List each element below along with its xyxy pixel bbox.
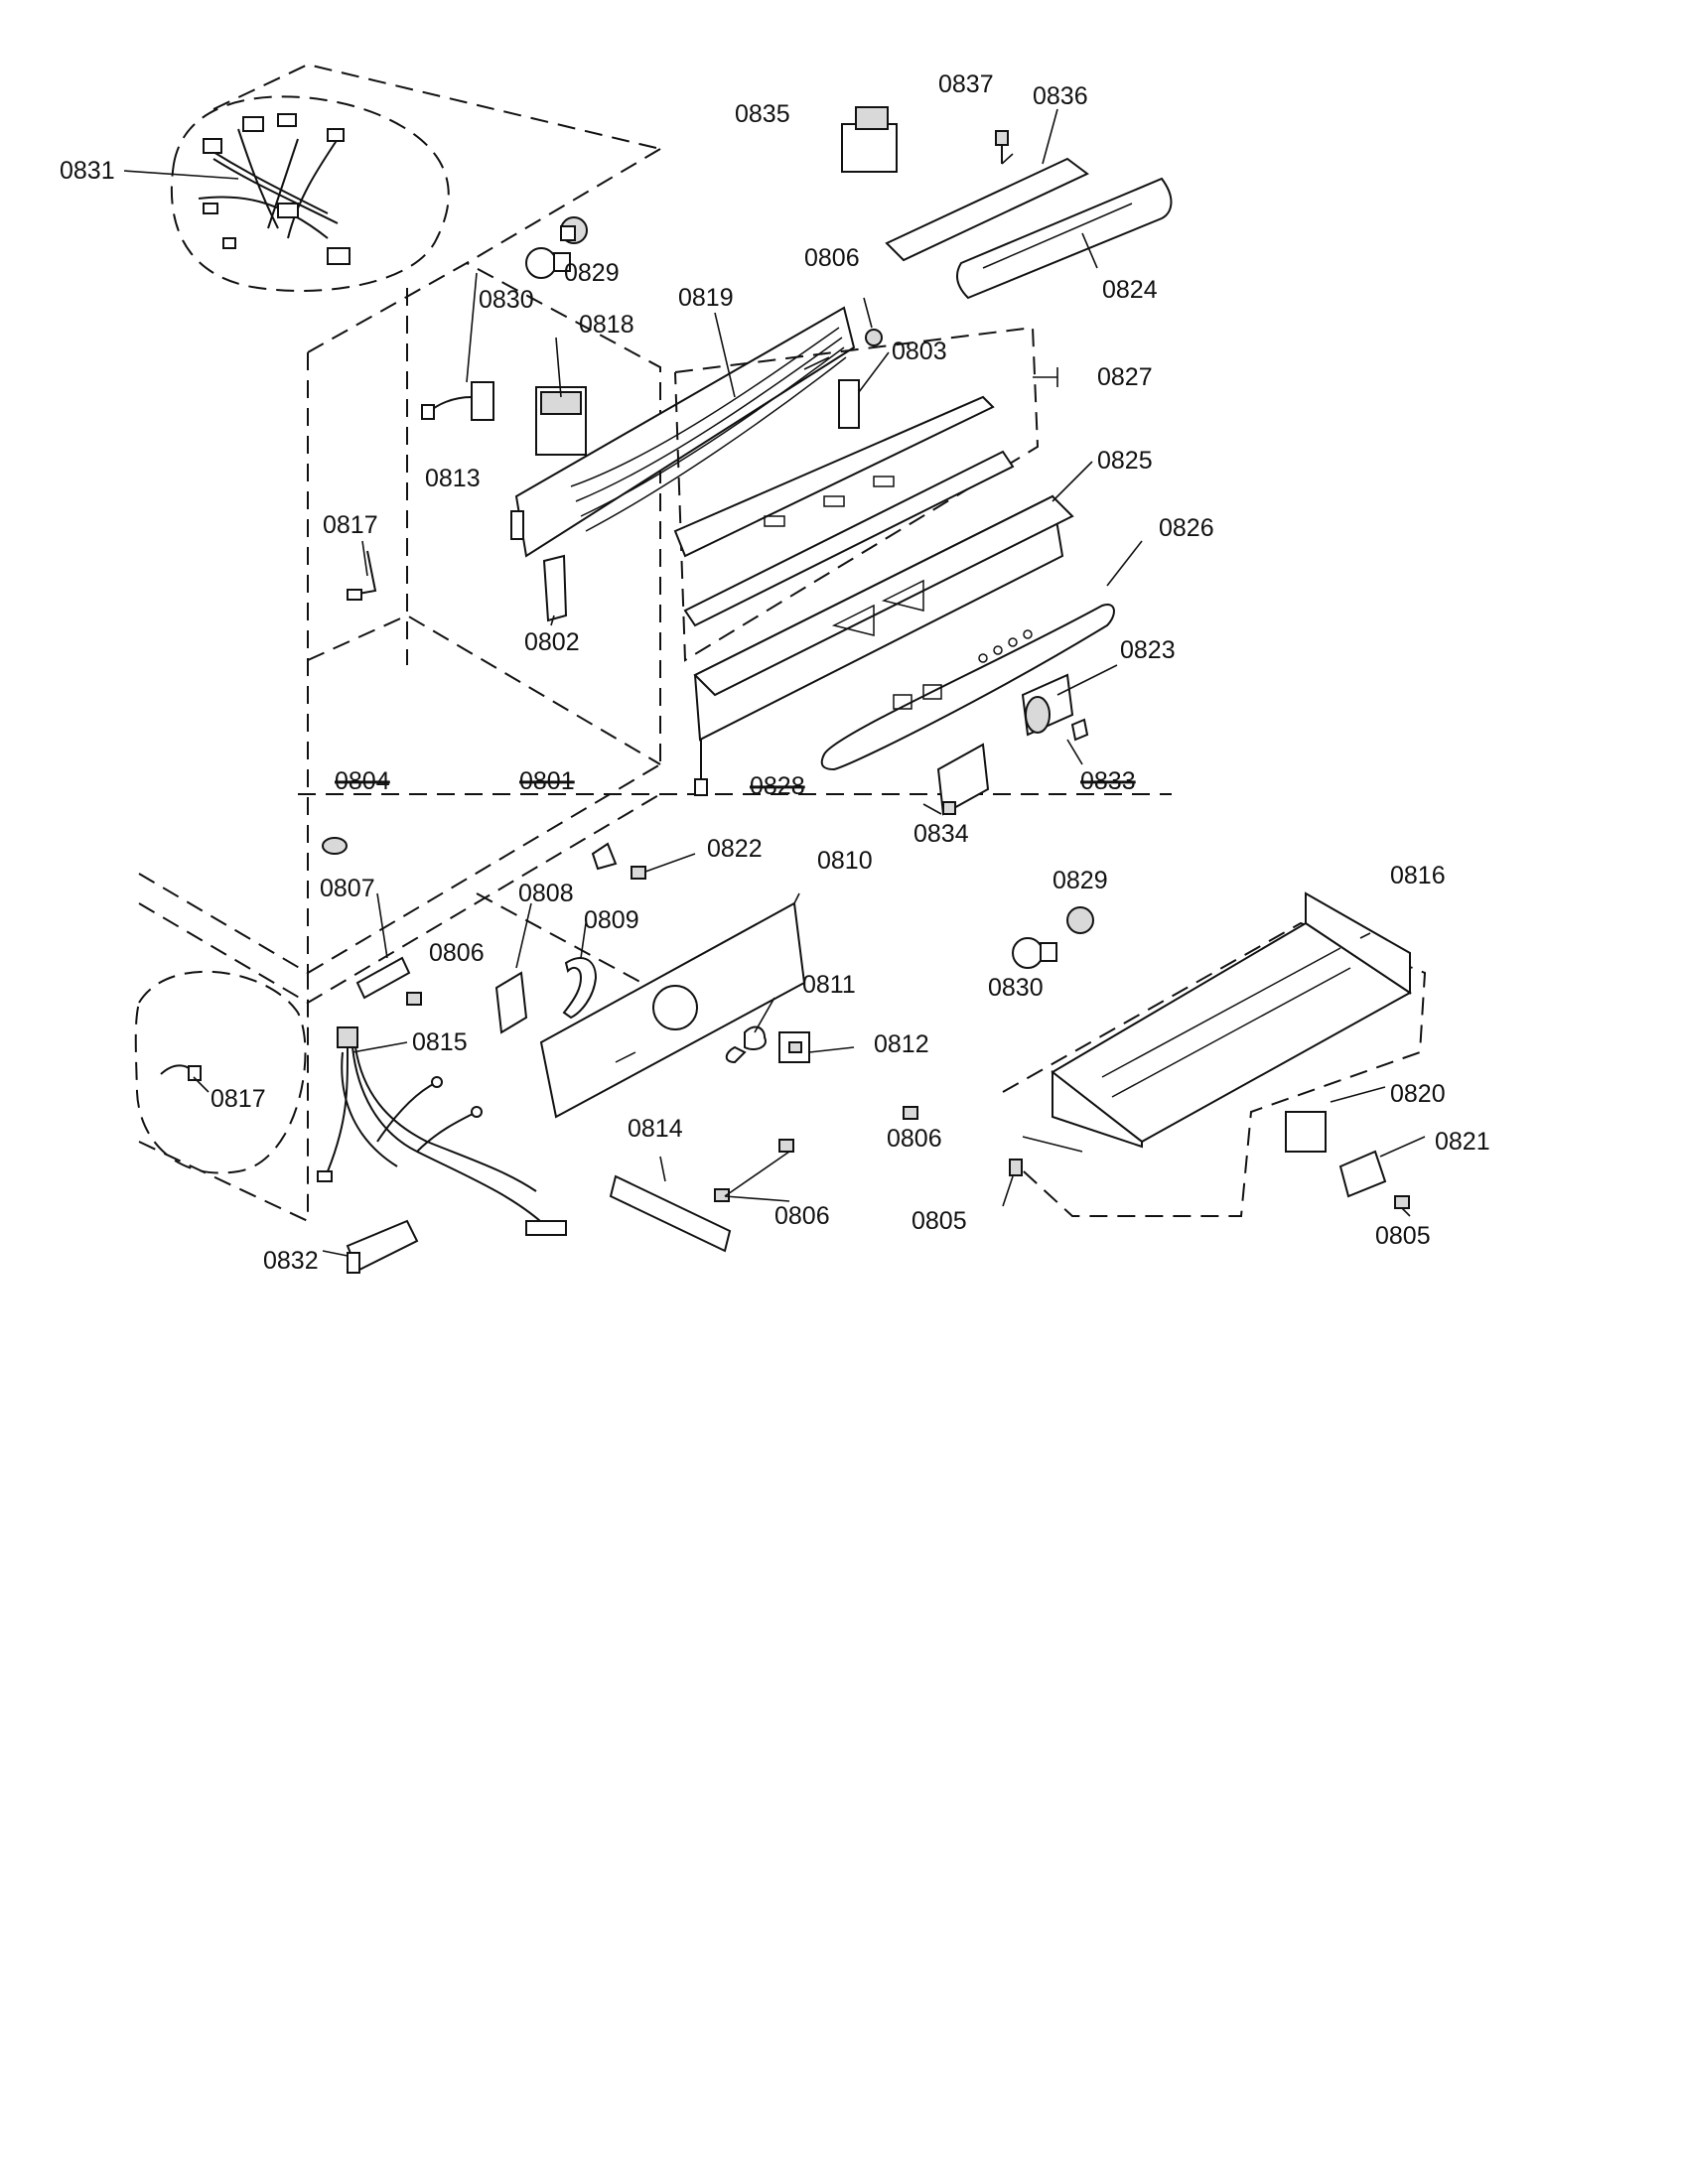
label-0816: 0816 xyxy=(1390,862,1446,889)
module-0818 xyxy=(535,386,587,456)
label-0830-lower: 0830 xyxy=(988,974,1044,1002)
cabinet-outline xyxy=(138,63,1172,1222)
leader-lines xyxy=(123,108,1426,1257)
label-0837: 0837 xyxy=(938,70,994,98)
bracket-0814 xyxy=(609,1174,732,1253)
part-0807 xyxy=(355,956,411,1000)
clip-0802 xyxy=(542,554,568,622)
label-0814: 0814 xyxy=(628,1115,683,1143)
wire-harness-0831 xyxy=(198,113,351,265)
label-0806-right: 0806 xyxy=(887,1125,942,1153)
grommet-0804 xyxy=(322,837,348,855)
part-0808 xyxy=(494,971,528,1034)
label-0813: 0813 xyxy=(425,465,481,492)
label-0824: 0824 xyxy=(1102,276,1158,304)
sensor-0817-lower xyxy=(160,1064,202,1081)
label-0830-top: 0830 xyxy=(479,286,534,314)
label-0809: 0809 xyxy=(584,906,639,934)
label-0805-left: 0805 xyxy=(912,1207,967,1235)
label-0817-lower: 0817 xyxy=(210,1085,266,1113)
label-0826: 0826 xyxy=(1159,514,1214,542)
socket-0829-lower xyxy=(1066,906,1094,934)
light-cover-0819 xyxy=(510,306,856,558)
label-0801: 0801 xyxy=(519,767,575,795)
screw-0822 xyxy=(631,866,646,880)
bulb-0830-top xyxy=(525,247,571,279)
tray-0816 xyxy=(1002,891,1427,1217)
screw-0837 xyxy=(995,130,1009,164)
fan-shroud-0810 xyxy=(539,901,806,1119)
label-0804: 0804 xyxy=(335,767,390,795)
fan-motor-0812 xyxy=(778,1031,810,1063)
label-0822: 0822 xyxy=(707,835,763,863)
control-panel-0826 xyxy=(820,604,1115,771)
label-0832: 0832 xyxy=(263,1247,319,1275)
control-assembly-0827 xyxy=(673,326,1040,662)
bracket-0821 xyxy=(1338,1150,1387,1198)
label-0815: 0815 xyxy=(412,1028,468,1056)
part-0820 xyxy=(1285,1111,1327,1153)
screw-0806-lower-b xyxy=(714,1188,730,1202)
label-0836: 0836 xyxy=(1033,82,1088,110)
label-0812: 0812 xyxy=(874,1030,929,1058)
label-0807: 0807 xyxy=(320,875,375,902)
label-0818: 0818 xyxy=(579,311,634,339)
bulb-0830-lower xyxy=(1012,937,1057,969)
label-0829-top: 0829 xyxy=(564,259,620,287)
label-0817-upper: 0817 xyxy=(323,511,378,539)
label-0823: 0823 xyxy=(1120,636,1176,664)
label-0811: 0811 xyxy=(802,971,856,999)
screw-0806-left xyxy=(406,992,422,1006)
label-0825: 0825 xyxy=(1097,447,1153,475)
label-0808: 0808 xyxy=(518,880,574,907)
screw-0805-left xyxy=(1009,1159,1023,1176)
label-0821: 0821 xyxy=(1435,1128,1490,1156)
part-0809 xyxy=(562,957,598,1020)
fan-blade-0811 xyxy=(725,1025,767,1064)
knob-0823 xyxy=(1021,673,1074,737)
screw-0806-lower-a xyxy=(778,1139,794,1153)
label-0806-left: 0806 xyxy=(429,939,485,967)
label-0829-lower: 0829 xyxy=(1052,867,1108,894)
screw-0806-top xyxy=(865,329,883,346)
part-labels: 0831 0830 0829 0819 0818 0813 0817 0802 … xyxy=(60,70,1490,1275)
label-0835: 0835 xyxy=(735,100,790,128)
label-0831: 0831 xyxy=(60,157,115,185)
wire-harness-detail-circle xyxy=(170,95,450,292)
screw-0806-right xyxy=(903,1106,918,1120)
bracket-0836 xyxy=(885,157,1089,262)
label-0828: 0828 xyxy=(750,772,805,800)
bracket-0803 xyxy=(838,379,860,429)
sensor-detail-circle xyxy=(134,970,307,1174)
part-0835 xyxy=(841,106,898,173)
label-0805-right: 0805 xyxy=(1375,1222,1431,1250)
trim-0824 xyxy=(956,177,1173,300)
label-0803: 0803 xyxy=(892,338,947,365)
label-0833: 0833 xyxy=(1080,767,1136,795)
screw-0805-right xyxy=(1394,1195,1410,1209)
label-0806-lower: 0806 xyxy=(774,1202,830,1230)
switch-0813 xyxy=(421,381,494,421)
label-0834: 0834 xyxy=(913,820,969,848)
label-0806-top: 0806 xyxy=(804,244,860,272)
screw-0828 xyxy=(694,740,708,796)
bracket-0834 xyxy=(936,743,990,816)
clip-0833 xyxy=(1070,718,1089,742)
wire-harness-0815 xyxy=(317,1026,567,1236)
control-housing-0825 xyxy=(693,494,1074,742)
part-0832 xyxy=(346,1219,419,1274)
label-0819: 0819 xyxy=(678,284,734,312)
socket-0829-top xyxy=(560,216,588,244)
label-0827: 0827 xyxy=(1097,363,1153,391)
clip-0801 xyxy=(591,842,618,871)
sensor-0817-upper xyxy=(347,550,377,601)
label-0820: 0820 xyxy=(1390,1080,1446,1108)
label-0802: 0802 xyxy=(524,628,580,656)
label-0810: 0810 xyxy=(817,847,873,875)
